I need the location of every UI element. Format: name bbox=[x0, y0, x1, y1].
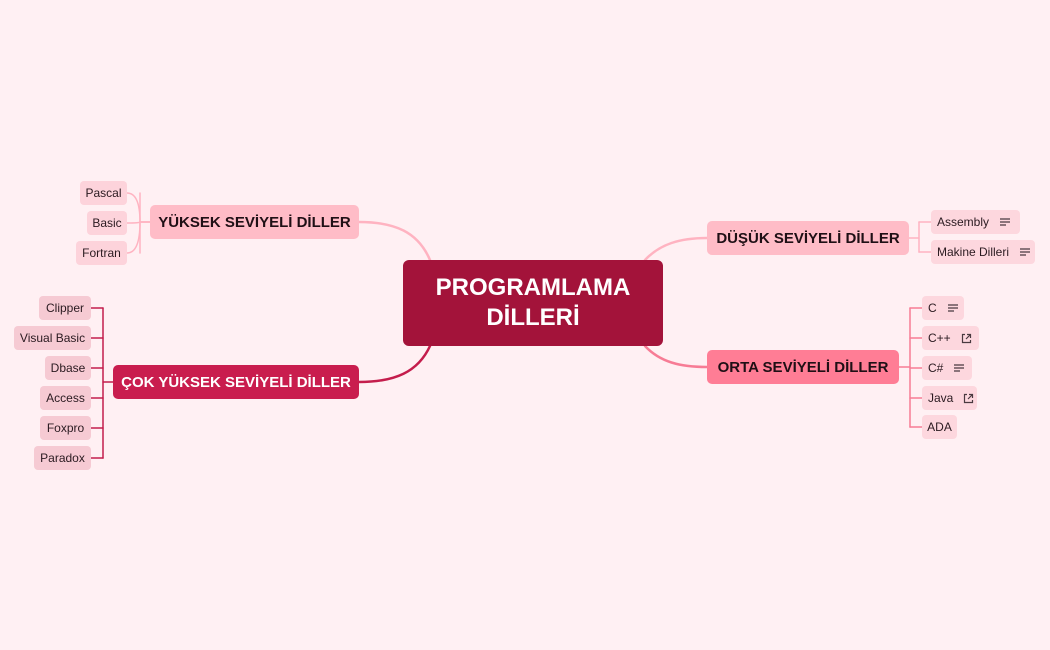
leaf-label: Pascal bbox=[85, 186, 122, 200]
leaf-label: Clipper bbox=[45, 301, 84, 315]
branch-orta-label: ORTA SEVİYELİ DİLLER bbox=[717, 358, 889, 376]
notes-icon[interactable] bbox=[953, 363, 965, 373]
external-link-icon[interactable] bbox=[961, 333, 972, 344]
leaf-assembly[interactable]: Assembly bbox=[931, 210, 1020, 234]
branch-dusuk[interactable]: DÜŞÜK SEVİYELİ DİLLER bbox=[707, 221, 909, 255]
branch-yuksek[interactable]: YÜKSEK SEVİYELİ DİLLER bbox=[150, 205, 359, 239]
leaf-basic[interactable]: Basic bbox=[87, 211, 127, 235]
connector-root-orta bbox=[643, 344, 709, 369]
leaf-dbase[interactable]: Dbase bbox=[45, 356, 91, 380]
leaf-label: C# bbox=[928, 361, 944, 375]
leaf-label: ADA bbox=[927, 420, 952, 434]
leaf-java[interactable]: Java bbox=[922, 386, 977, 410]
leaf-label: Foxpro bbox=[46, 421, 85, 435]
connector-yuksek-leaf-2 bbox=[126, 221, 151, 254]
leaf-makine-dilleri[interactable]: Makine Dilleri bbox=[931, 240, 1035, 264]
leaf-label: Fortran bbox=[82, 246, 121, 260]
connector-root-yuksek bbox=[357, 220, 432, 262]
leaf-label: Dbase bbox=[50, 361, 86, 375]
branch-cok-yuksek-label: ÇOK YÜKSEK SEVİYELİ DİLLER bbox=[121, 373, 351, 391]
leaf-label: Makine Dilleri bbox=[937, 245, 1010, 259]
leaf-csharp[interactable]: C# bbox=[922, 356, 972, 380]
root-topic-label: PROGRAMLAMA DİLLERİ bbox=[435, 274, 631, 331]
notes-icon[interactable] bbox=[947, 303, 959, 313]
leaf-label: C++ bbox=[928, 331, 951, 345]
leaf-visual-basic[interactable]: Visual Basic bbox=[14, 326, 91, 350]
leaf-access[interactable]: Access bbox=[40, 386, 91, 410]
leaf-pascal[interactable]: Pascal bbox=[80, 181, 127, 205]
leaf-label: C bbox=[928, 301, 937, 315]
leaf-paradox[interactable]: Paradox bbox=[34, 446, 91, 470]
leaf-label: Access bbox=[46, 391, 85, 405]
notes-icon[interactable] bbox=[999, 217, 1011, 227]
leaf-label: Basic bbox=[92, 216, 122, 230]
leaf-clipper[interactable]: Clipper bbox=[39, 296, 91, 320]
leaf-label: Assembly bbox=[937, 215, 990, 229]
branch-cok-yuksek[interactable]: ÇOK YÜKSEK SEVİYELİ DİLLER bbox=[113, 365, 359, 399]
leaf-cpp[interactable]: C++ bbox=[922, 326, 979, 350]
external-link-icon[interactable] bbox=[963, 393, 974, 404]
leaf-label: Visual Basic bbox=[19, 331, 86, 345]
branch-yuksek-label: YÜKSEK SEVİYELİ DİLLER bbox=[158, 213, 351, 231]
connector-root-dusuk bbox=[643, 236, 709, 262]
connector-yuksek-leaf-0 bbox=[126, 192, 151, 223]
connector-root-cok-yuksek bbox=[357, 344, 432, 384]
branch-orta[interactable]: ORTA SEVİYELİ DİLLER bbox=[707, 350, 899, 384]
notes-icon[interactable] bbox=[1019, 247, 1031, 257]
leaf-fortran[interactable]: Fortran bbox=[76, 241, 127, 265]
leaf-foxpro[interactable]: Foxpro bbox=[40, 416, 91, 440]
root-topic[interactable]: PROGRAMLAMA DİLLERİ bbox=[403, 260, 663, 346]
branch-dusuk-label: DÜŞÜK SEVİYELİ DİLLER bbox=[716, 229, 900, 247]
leaf-label: Paradox bbox=[40, 451, 85, 465]
leaf-ada[interactable]: ADA bbox=[922, 415, 957, 439]
leaf-label: Java bbox=[928, 391, 954, 405]
leaf-c[interactable]: C bbox=[922, 296, 964, 320]
